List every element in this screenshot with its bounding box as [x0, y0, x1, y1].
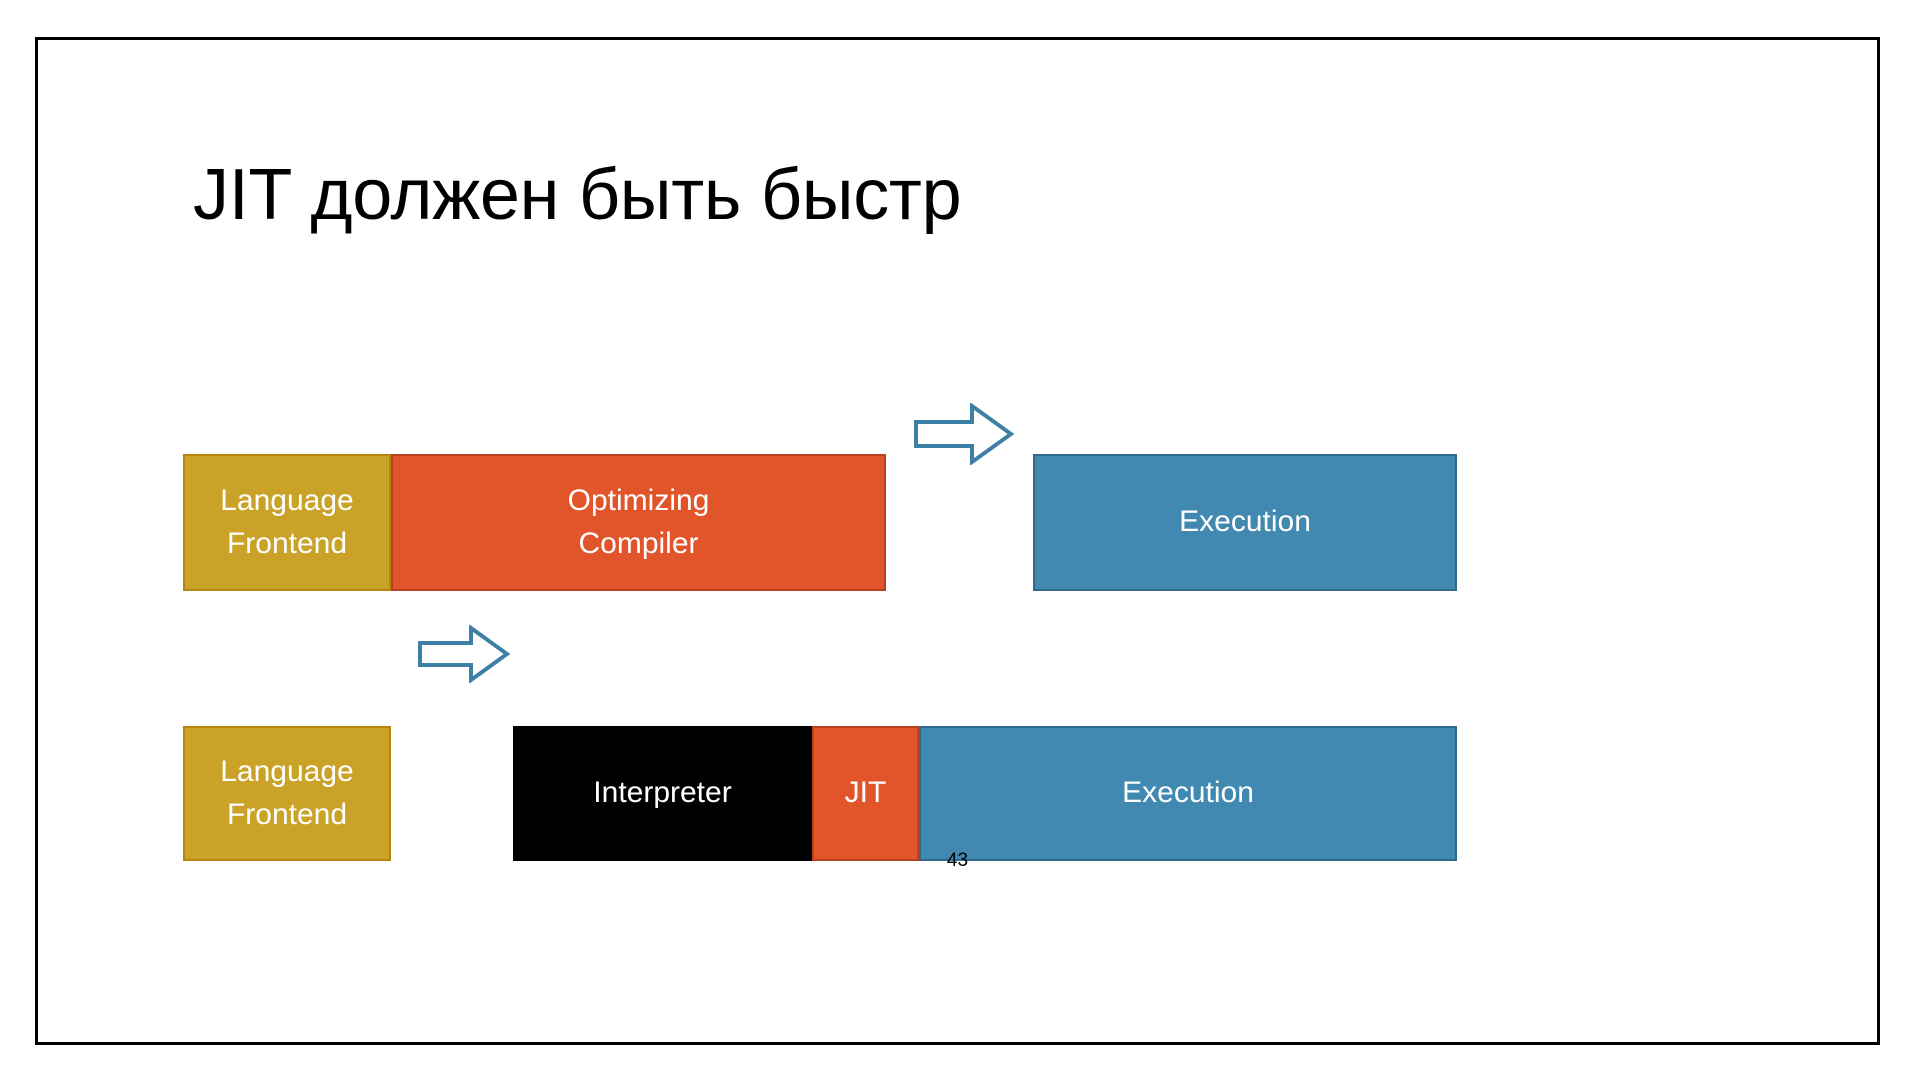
block-interpreter: Interpreter: [513, 726, 812, 861]
block-execution-row1: Execution: [1033, 454, 1457, 591]
slide-canvas: JIT должен быть быстр Language Frontend …: [35, 37, 1880, 1045]
page-title: JIT должен быть быстр: [193, 155, 962, 235]
right-block-arrow-icon: [914, 403, 1014, 465]
block-execution-row2: Execution: [919, 726, 1457, 861]
block-language-frontend-row2: Language Frontend: [183, 726, 391, 861]
right-block-arrow-shape: [914, 403, 1014, 465]
page-number: 43: [946, 850, 969, 871]
block-jit: JIT: [812, 726, 919, 861]
block-optimizing-compiler: Optimizing Compiler: [391, 454, 886, 591]
right-block-arrow-shape: [418, 625, 510, 683]
right-block-arrow-icon: [418, 625, 510, 683]
block-language-frontend-row1: Language Frontend: [183, 454, 391, 591]
